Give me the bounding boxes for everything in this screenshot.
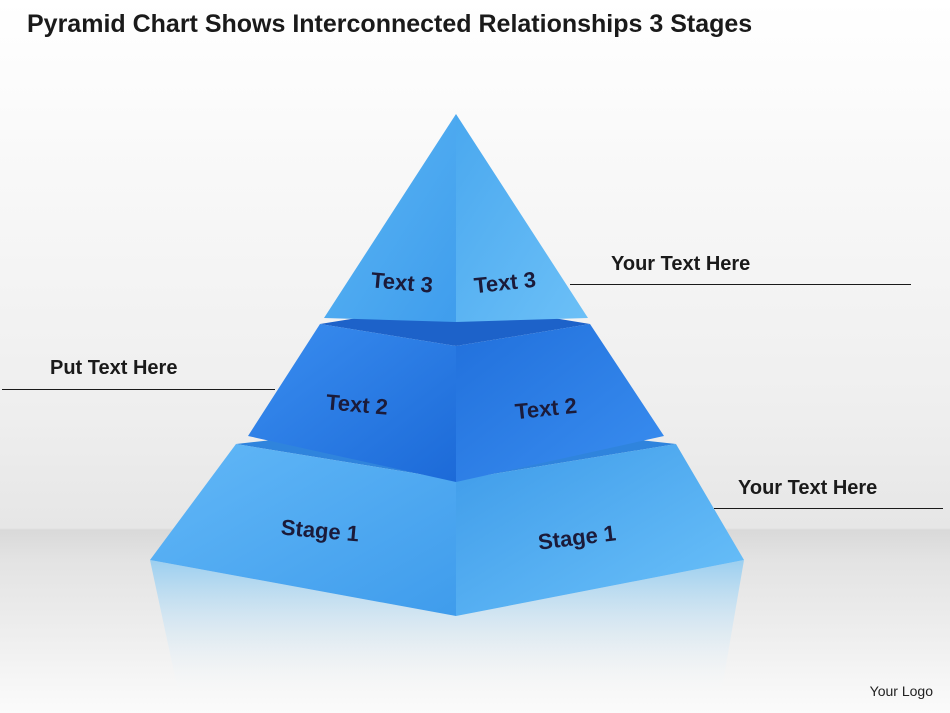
callout-right-bottom: Your Text Here (738, 477, 878, 499)
callout-right-top-line (570, 284, 911, 285)
top-tier-left-face (324, 114, 456, 322)
middle-tier-left-label: Text 2 (325, 389, 389, 419)
callout-right-bottom-line (714, 508, 943, 509)
callout-left-middle: Put Text Here (50, 357, 178, 379)
top-tier-left-label: Text 3 (370, 267, 434, 297)
pyramid-reflection (150, 560, 744, 700)
callout-left-middle-line (2, 389, 275, 390)
middle-tier-left-face (248, 324, 456, 482)
middle-tier-right-face (456, 324, 664, 482)
callout-right-top: Your Text Here (611, 253, 751, 275)
slide-title: Pyramid Chart Shows Interconnected Relat… (27, 10, 753, 38)
logo-placeholder: Your Logo (869, 683, 933, 699)
top-tier-right-face (456, 114, 588, 322)
bottom-tier-left-face (150, 444, 456, 616)
bottom-tier-right-face (456, 444, 744, 616)
